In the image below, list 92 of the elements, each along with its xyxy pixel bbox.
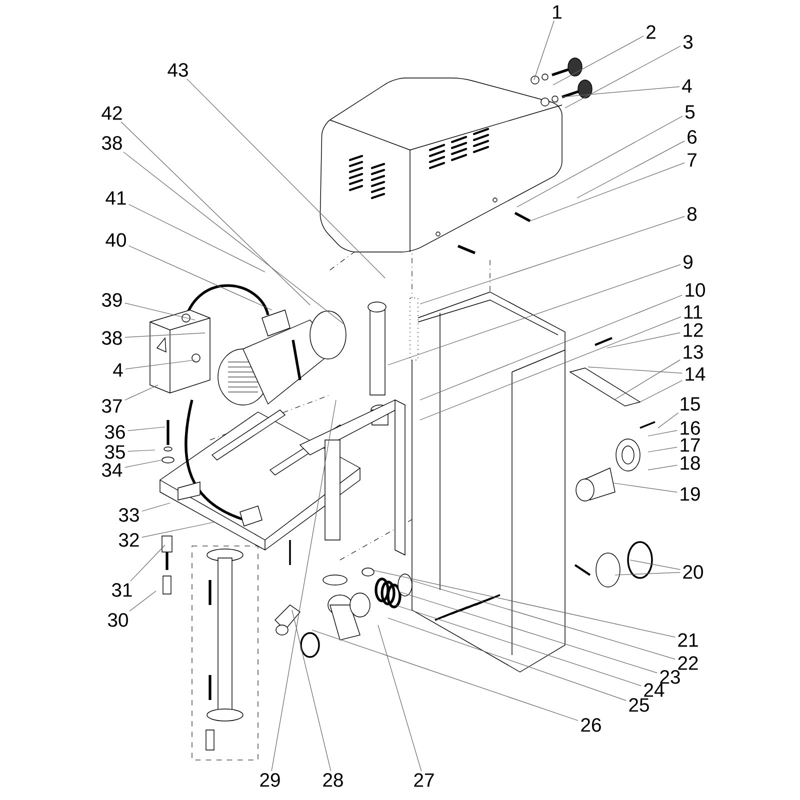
callout-number: 21	[678, 633, 698, 647]
callout-number: 42	[102, 106, 122, 120]
callout-number: 7	[688, 153, 696, 167]
leader-line	[388, 264, 681, 366]
callout-number: 1	[553, 5, 562, 19]
leader-line	[534, 20, 554, 80]
leader-line	[394, 604, 642, 686]
leader-line	[576, 140, 685, 198]
leader-line	[648, 464, 678, 470]
callout-number: 11	[684, 305, 702, 319]
callout-number: 37	[102, 399, 122, 413]
leader-line	[292, 610, 332, 772]
callout-number: 2	[646, 25, 656, 39]
leader-line	[128, 426, 166, 432]
callout-number: 39	[102, 293, 122, 307]
leader-line	[388, 618, 626, 701]
leader-line	[552, 36, 644, 86]
leader-line	[130, 544, 166, 582]
callout-number: 17	[680, 438, 700, 452]
leader-line	[125, 360, 196, 370]
callout-number: 4	[682, 79, 692, 93]
leader-line	[142, 502, 170, 512]
leader-line	[128, 204, 266, 272]
leader-line	[142, 522, 216, 538]
callout-number: 8	[687, 207, 697, 221]
callout-number: 32	[119, 533, 139, 547]
callout-number: 41	[106, 191, 126, 205]
callout-number: 35	[105, 445, 125, 459]
leader-line	[648, 430, 678, 436]
leader-line	[420, 216, 685, 304]
callout-number: 3	[683, 35, 693, 49]
leader-line	[640, 380, 682, 402]
callout-number: 29	[260, 773, 280, 787]
leader-line	[614, 360, 680, 400]
leader-line	[614, 572, 680, 576]
leader-line	[630, 560, 680, 570]
callout-number: 20	[683, 565, 703, 579]
leader-line	[120, 122, 310, 306]
leader-line	[400, 592, 658, 674]
leader-line	[420, 294, 682, 400]
leader-line	[378, 624, 422, 772]
callout-number: 26	[581, 718, 601, 732]
callout-number: 5	[685, 105, 695, 119]
callout-number: 10	[686, 283, 705, 297]
leader-line	[312, 630, 578, 721]
leader-line	[124, 460, 162, 468]
callout-number: 33	[119, 508, 139, 522]
leader-line	[271, 400, 336, 772]
leader-line	[124, 302, 196, 320]
callout-number: 43	[168, 63, 188, 77]
leader-line	[123, 152, 346, 326]
callout-number: 27	[414, 773, 434, 787]
leader-line	[420, 316, 682, 420]
leader-line	[588, 366, 682, 374]
leader-line	[128, 245, 272, 310]
callout-number: 22	[678, 656, 698, 670]
leader-line	[186, 78, 386, 278]
callout-number: 34	[102, 463, 122, 477]
callout-number: 9	[684, 255, 692, 269]
callout-number: 12	[684, 323, 703, 337]
callout-number: 31	[112, 583, 132, 597]
callout-number: 16	[680, 421, 700, 435]
leader-line	[606, 332, 680, 348]
leader-line	[124, 384, 158, 400]
callout-number: 4	[113, 363, 123, 377]
leader-line	[658, 412, 679, 428]
leader-line	[564, 46, 681, 108]
callout-number: 36	[105, 425, 125, 439]
callout-number: 18	[680, 456, 700, 470]
leader-line	[128, 450, 156, 452]
leader-line	[129, 590, 156, 612]
leader-line	[124, 332, 206, 338]
callout-number: 40	[106, 233, 126, 247]
callout-number: 25	[629, 698, 649, 712]
callout-number: 38	[102, 136, 122, 150]
callout-number: 15	[680, 397, 700, 411]
callout-number: 19	[680, 487, 700, 501]
callout-number: 30	[108, 613, 128, 627]
callout-number: 23	[660, 670, 680, 684]
callout-number: 28	[323, 773, 343, 787]
leader-line	[612, 482, 678, 492]
leader-line	[648, 446, 678, 452]
callout-number: 6	[688, 130, 697, 144]
leader-line	[530, 162, 685, 222]
leader-line	[516, 116, 683, 208]
leader-line	[372, 570, 676, 638]
callout-number: 14	[686, 367, 706, 381]
callout-number: 38	[102, 331, 122, 345]
leader-line	[562, 86, 680, 98]
callout-number: 24	[644, 683, 664, 697]
callout-number: 13	[684, 345, 703, 359]
leader-line	[410, 580, 676, 660]
